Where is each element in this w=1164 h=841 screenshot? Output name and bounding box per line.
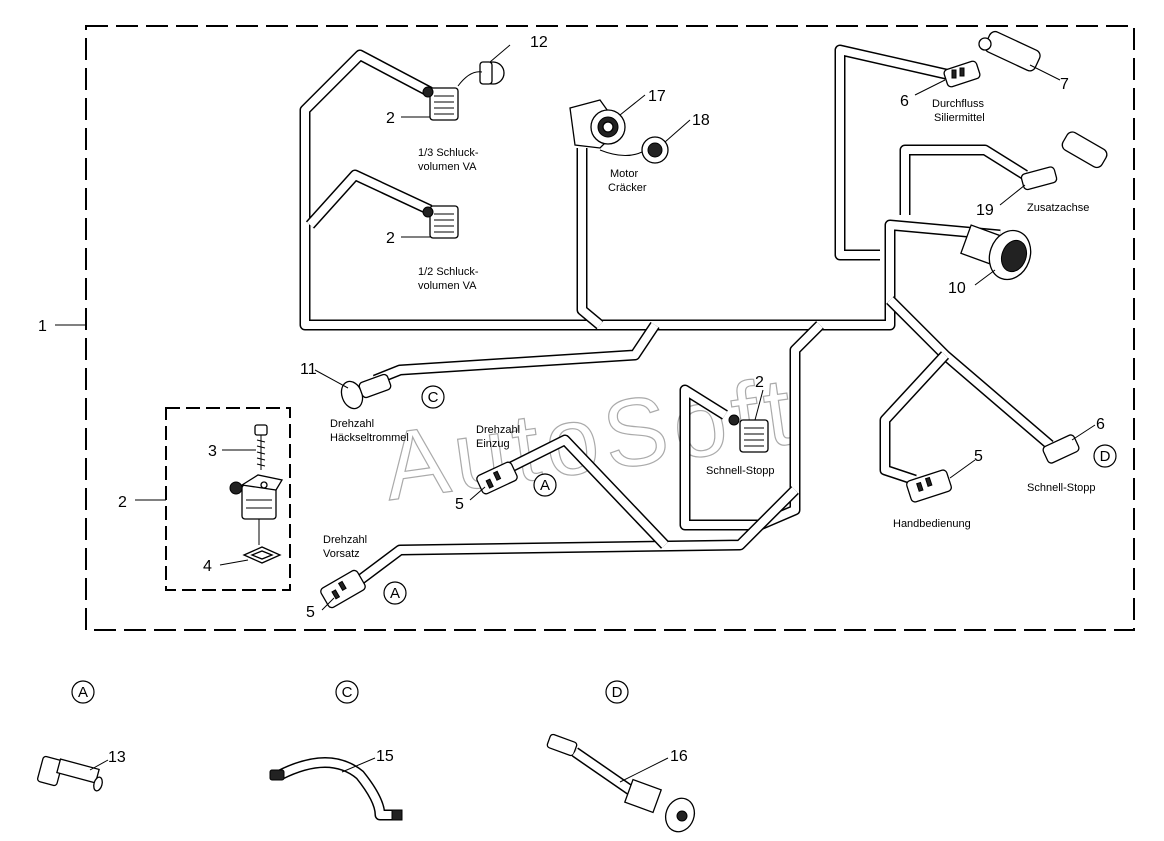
svg-text:A: A: [540, 477, 550, 494]
callout-2-schluck12: 2: [386, 230, 395, 247]
callout-13: 13: [108, 749, 126, 766]
connector-6-durchfluss: [943, 60, 981, 88]
label-schluck13-line1: 1/3 Schluck-: [418, 147, 479, 159]
sub-gasket-4: [242, 546, 282, 564]
svg-text:A: A: [78, 684, 88, 701]
detail-marker-a: A: [71, 680, 95, 704]
callout-3: 3: [208, 443, 217, 460]
label-motor-line2: Cräcker: [608, 182, 647, 194]
label-schluck12-line2: volumen VA: [418, 280, 477, 292]
ref-marker-a-vorsatz: A: [383, 581, 407, 605]
callout-5-handbedienung: 5: [974, 448, 983, 465]
callout-4: 4: [203, 558, 212, 575]
label-zusatzachse: Zusatzachse: [1027, 202, 1089, 214]
label-drehzahl-e-line1: Drehzahl: [476, 424, 520, 436]
round-connector-18: [599, 136, 669, 164]
connector-5-vorsatz: [320, 569, 366, 609]
callout-17: 17: [648, 88, 666, 105]
svg-text:D: D: [1100, 448, 1111, 465]
label-durchfluss-line1: Durchfluss: [932, 98, 984, 110]
label-motor-line1: Motor: [610, 168, 638, 180]
callout-6-schnellstopp: 6: [1096, 416, 1105, 433]
label-drehzahl-v-line1: Drehzahl: [323, 534, 367, 546]
connector-19: [1020, 166, 1058, 191]
label-drehzahl-h-line2: Häckseltrommel: [330, 432, 409, 444]
valve-connector-schnellstopp: [728, 414, 769, 453]
label-durchfluss-line2: Siliermittel: [934, 112, 985, 124]
callout-16: 16: [670, 748, 688, 765]
label-schluck13-line2: volumen VA: [418, 161, 477, 173]
label-handbedienung: Handbedienung: [893, 518, 971, 530]
sub-bolt-3: [254, 424, 268, 470]
connector-5-handbedienung: [906, 469, 952, 503]
label-schnellstopp-2: Schnell-Stopp: [1027, 482, 1096, 494]
callout-7: 7: [1060, 76, 1069, 93]
detail-bolt-13: [37, 755, 103, 792]
callout-12: 12: [530, 34, 548, 51]
ref-marker-c: C: [421, 385, 445, 409]
main-assembly-frame: [85, 25, 1135, 631]
ref-marker-d: D: [1093, 444, 1117, 468]
svg-text:C: C: [428, 389, 439, 406]
connector-5-einzug: [476, 461, 518, 495]
callout-5-einzug: 5: [455, 496, 464, 513]
callout-2-schluck13: 2: [386, 110, 395, 127]
sub-valve-connector-2: [229, 474, 284, 545]
callout-11: 11: [300, 361, 317, 378]
callout-6-durchfluss: 6: [900, 93, 909, 110]
label-drehzahl-v-line2: Vorsatz: [323, 548, 360, 560]
leader-lines: [55, 44, 1096, 783]
callout-2-sub: 2: [118, 494, 127, 511]
callout-19: 19: [976, 202, 994, 219]
svg-text:A: A: [390, 585, 400, 602]
callout-10: 10: [948, 280, 966, 297]
label-drehzahl-h-line1: Drehzahl: [330, 418, 374, 430]
valve-connector-1-3: [422, 86, 459, 121]
round-plug-10: [960, 224, 1032, 281]
connector-7: [978, 30, 1041, 72]
detail-marker-c: C: [335, 680, 359, 704]
callout-15: 15: [376, 748, 394, 765]
svg-text:D: D: [612, 684, 623, 701]
svg-text:C: C: [342, 684, 353, 701]
label-schluck12-line1: 1/2 Schluck-: [418, 266, 479, 278]
callout-5-vorsatz: 5: [306, 604, 315, 621]
callout-2-schnellstopp: 2: [755, 374, 764, 391]
callout-18: 18: [692, 112, 710, 129]
connector-zusatz-plug: [1061, 131, 1108, 169]
detail-marker-d: D: [605, 680, 629, 704]
valve-connector-1-2: [422, 205, 459, 239]
sensor-11: [340, 373, 392, 410]
detail-cable-15: [269, 757, 403, 821]
label-schnellstopp-1: Schnell-Stopp: [706, 465, 775, 477]
plug-12: [457, 61, 505, 87]
callout-1: 1: [38, 318, 47, 335]
label-drehzahl-e-line2: Einzug: [476, 438, 510, 450]
elbow-connector-17: [569, 99, 626, 149]
connector-6-schnellstopp: [1042, 434, 1080, 464]
detail-cable-16: [546, 733, 696, 833]
ref-marker-a-einzug: A: [533, 473, 557, 497]
main-harness: [299, 44, 1054, 585]
sub-assembly-frame: [165, 407, 291, 591]
